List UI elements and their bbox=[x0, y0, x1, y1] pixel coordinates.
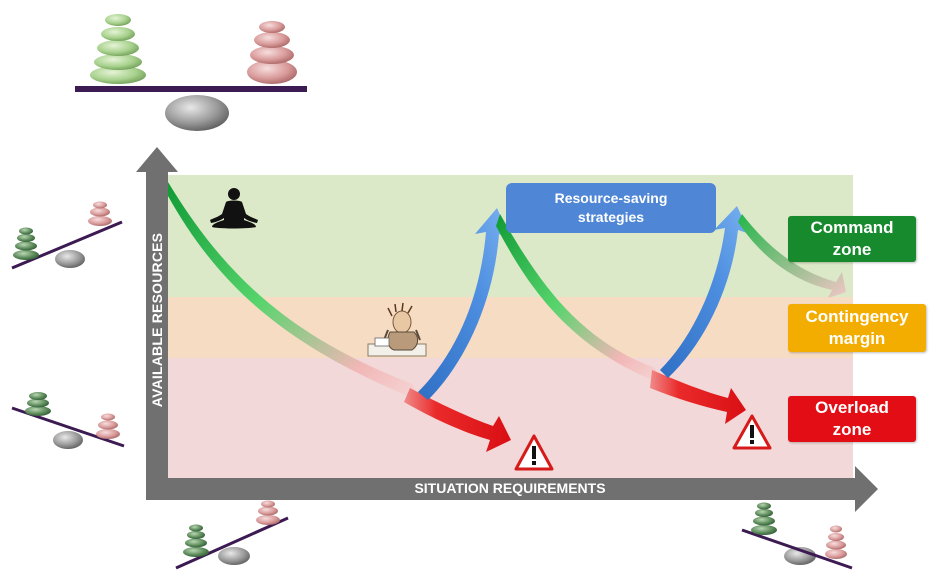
recovery-arrow-1 bbox=[418, 208, 510, 400]
overload-arrow-2 bbox=[650, 370, 746, 424]
warning-triangle-icon bbox=[732, 414, 772, 450]
x-axis-label: SITUATION REQUIREMENTS bbox=[414, 480, 606, 496]
resource-depletion-arrow-2 bbox=[496, 214, 662, 384]
y-axis bbox=[136, 147, 178, 500]
stone-balance-icon bbox=[741, 502, 853, 570]
x-axis bbox=[146, 466, 878, 512]
contingency-zone-band bbox=[165, 297, 853, 358]
resource-recovery-tail-arrow bbox=[738, 214, 846, 298]
stressed-worker-icon bbox=[367, 302, 427, 357]
overload-zone-band bbox=[165, 358, 853, 478]
stone-balance-icon bbox=[11, 201, 123, 270]
meditating-person-icon bbox=[210, 188, 258, 229]
command-zone-label: Command zone bbox=[788, 216, 916, 262]
stone-balance-icon bbox=[175, 500, 289, 570]
stone-balance-icon bbox=[75, 14, 307, 131]
recovery-arrow-2 bbox=[660, 206, 750, 378]
overload-zone-label: Overload zone bbox=[788, 396, 916, 442]
warning-triangle-icon bbox=[514, 434, 554, 471]
resource-depletion-arrow-1 bbox=[168, 182, 422, 402]
stone-balance-icon bbox=[11, 392, 125, 449]
contingency-margin-label: Contingency margin bbox=[788, 304, 926, 352]
y-axis-label: AVAILABLE RESOURCES bbox=[149, 232, 165, 408]
resource-saving-strategies-callout: Resource-saving strategies bbox=[506, 183, 716, 233]
overload-arrow-1 bbox=[404, 388, 511, 452]
